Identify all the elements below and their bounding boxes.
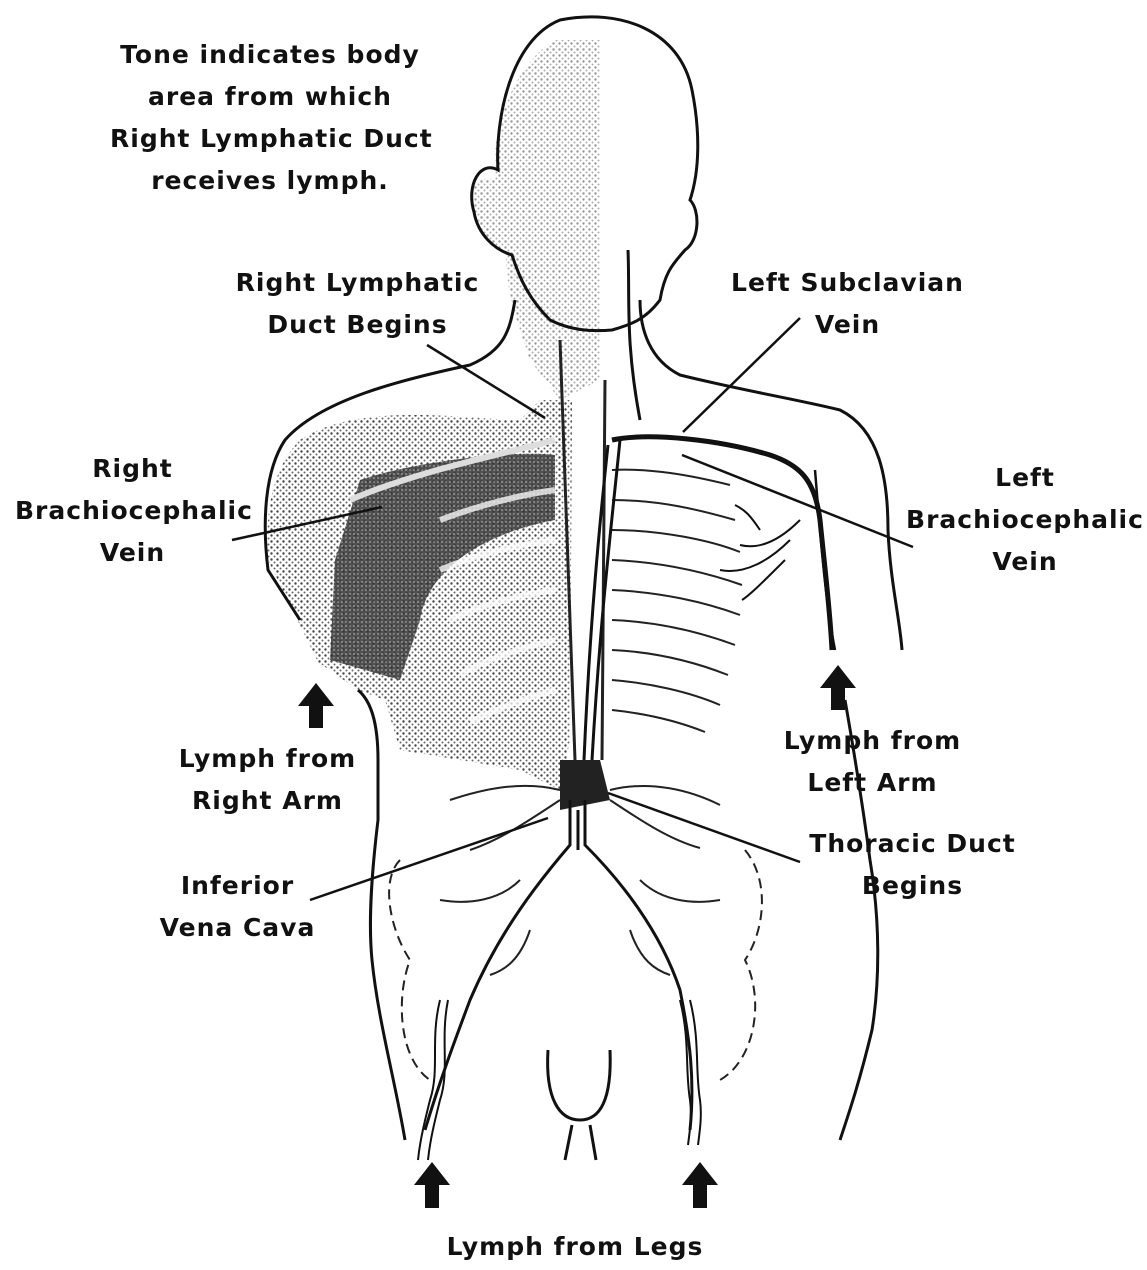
label-lymph-from-legs: Lymph from Legs xyxy=(420,1226,730,1268)
label-line: Lymph from xyxy=(770,720,975,762)
label-line: Right xyxy=(15,448,250,490)
up-arrow-icon xyxy=(414,1162,450,1208)
label-right-lymphatic-duct-begins: Right Lymphatic Duct Begins xyxy=(230,262,485,346)
tone-note-line: area from which xyxy=(110,76,430,118)
up-arrow-icon xyxy=(298,683,334,728)
ribs xyxy=(612,470,742,732)
shaded-head-area xyxy=(470,40,600,400)
label-left-brachiocephalic-vein: Left Brachiocephalic Vein xyxy=(905,457,1145,583)
label-line: Thoracic Duct xyxy=(795,823,1030,865)
label-line: Brachiocephalic xyxy=(905,499,1145,541)
label-line: Right Lymphatic xyxy=(230,262,485,304)
label-line: Inferior xyxy=(140,865,335,907)
label-right-brachiocephalic-vein: Right Brachiocephalic Vein xyxy=(15,448,250,574)
label-line: Vein xyxy=(15,532,250,574)
tone-note-line: Tone indicates body xyxy=(110,34,430,76)
label-line: Duct Begins xyxy=(230,304,485,346)
left-subclavian-vein xyxy=(612,437,832,650)
tone-note-line: receives lymph. xyxy=(110,160,430,202)
label-line: Vena Cava xyxy=(140,907,335,949)
label-line: Vein xyxy=(905,541,1145,583)
label-line: Left Subclavian xyxy=(725,262,970,304)
label-line: Lymph from xyxy=(160,738,375,780)
pelvic-opening xyxy=(548,1050,611,1120)
label-line: Right Arm xyxy=(160,780,375,822)
label-lymph-from-left-arm: Lymph from Left Arm xyxy=(770,720,975,804)
label-thoracic-duct-begins: Thoracic Duct Begins xyxy=(795,823,1030,907)
label-left-subclavian-vein: Left Subclavian Vein xyxy=(725,262,970,346)
up-arrow-icon xyxy=(682,1162,718,1208)
tone-note: Tone indicates body area from which Righ… xyxy=(110,34,430,202)
label-line: Brachiocephalic xyxy=(15,490,250,532)
abdominal-lymph-branches xyxy=(440,786,720,975)
tone-note-line: Right Lymphatic Duct xyxy=(110,118,430,160)
sacrum-lines xyxy=(565,1125,596,1160)
label-line: Left xyxy=(905,457,1145,499)
label-lymph-from-right-arm: Lymph from Right Arm xyxy=(160,738,375,822)
label-line: Lymph from Legs xyxy=(420,1226,730,1268)
label-inferior-vena-cava: Inferior Vena Cava xyxy=(140,865,335,949)
up-arrow-icon xyxy=(820,665,856,710)
label-line: Vein xyxy=(725,304,970,346)
label-line: Left Arm xyxy=(770,762,975,804)
label-line: Begins xyxy=(795,865,1030,907)
